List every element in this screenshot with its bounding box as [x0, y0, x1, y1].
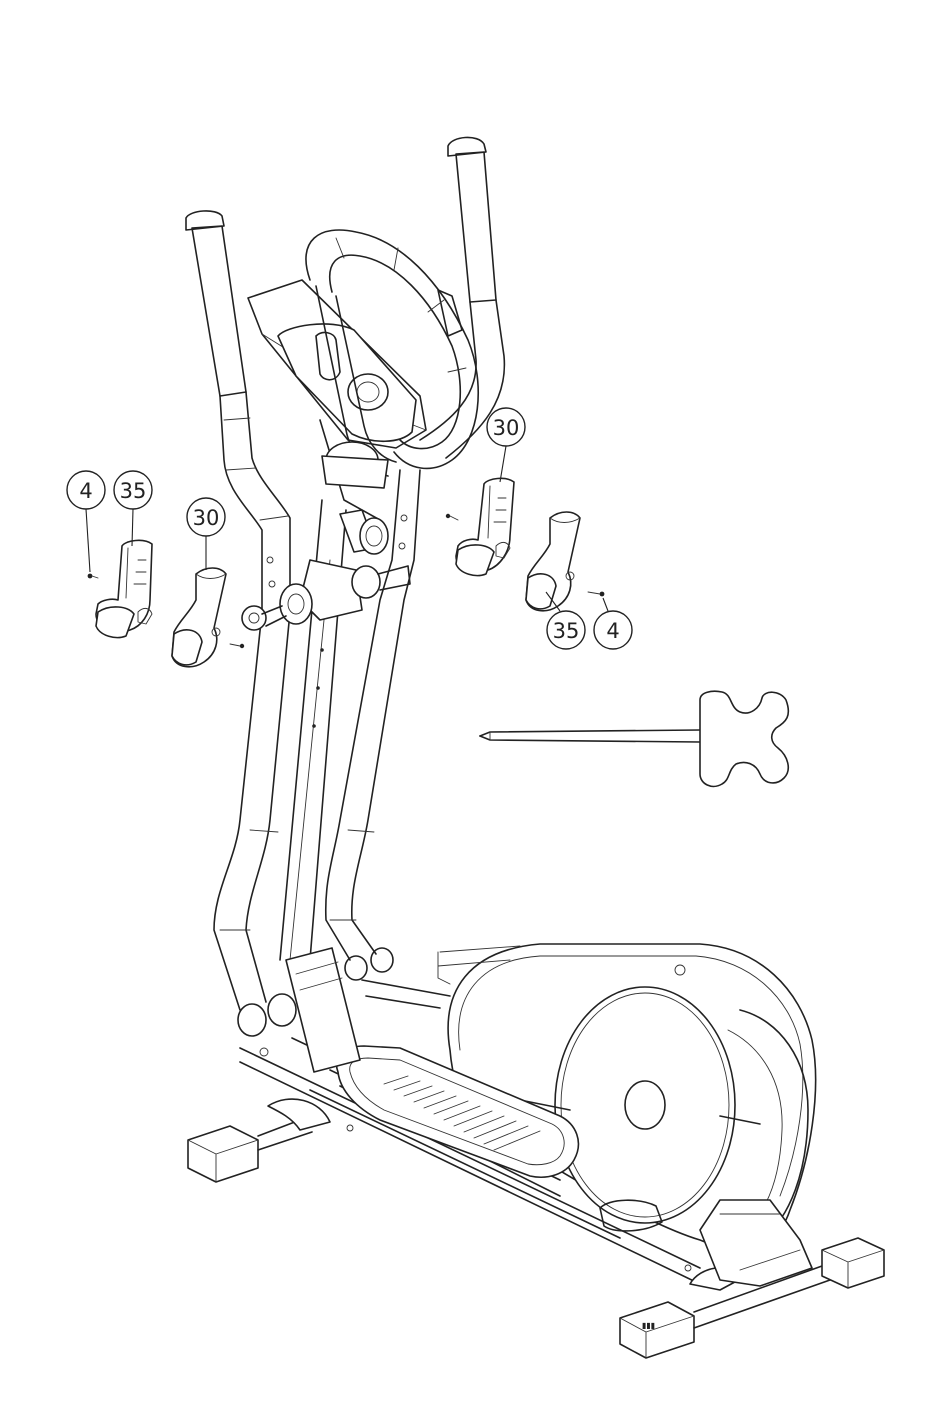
right-cover-set [446, 478, 605, 610]
right-inner-cover-icon [456, 478, 514, 575]
callout-right-inner-cover: 30 [487, 408, 525, 482]
left-outer-cover-icon [172, 568, 226, 667]
callout-label: 4 [79, 479, 92, 503]
elliptical-trainer-icon: ▮▮▮ [186, 137, 884, 1358]
left-screw-icon [88, 574, 98, 579]
callout-label: 4 [606, 619, 619, 643]
left-inner-cover-icon [96, 540, 152, 637]
right-outer-cover-icon [526, 512, 580, 611]
pulse-handlebar [306, 230, 478, 488]
callout-label: 35 [120, 479, 147, 503]
right-screw-1-icon [446, 514, 458, 520]
callout-right-outer-cover: 35 [546, 592, 585, 649]
left-screw-2-icon [230, 644, 244, 648]
left-cover-set [88, 540, 245, 666]
right-screw-icon [588, 592, 604, 597]
center-pivot [242, 510, 410, 630]
callout-label: 35 [553, 619, 580, 643]
callout-right-screw: 4 [594, 598, 632, 649]
rear-stabilizer [188, 1099, 330, 1182]
callout-left-outer-cover: 30 [187, 498, 225, 570]
allen-key-tool-icon [480, 691, 788, 786]
svg-text:▮▮▮: ▮▮▮ [642, 1321, 655, 1330]
callout-left-screw: 4 [67, 471, 105, 572]
callout-label: 30 [193, 506, 220, 530]
callout-left-inner-cover: 35 [114, 471, 152, 546]
callout-label: 30 [493, 416, 520, 440]
